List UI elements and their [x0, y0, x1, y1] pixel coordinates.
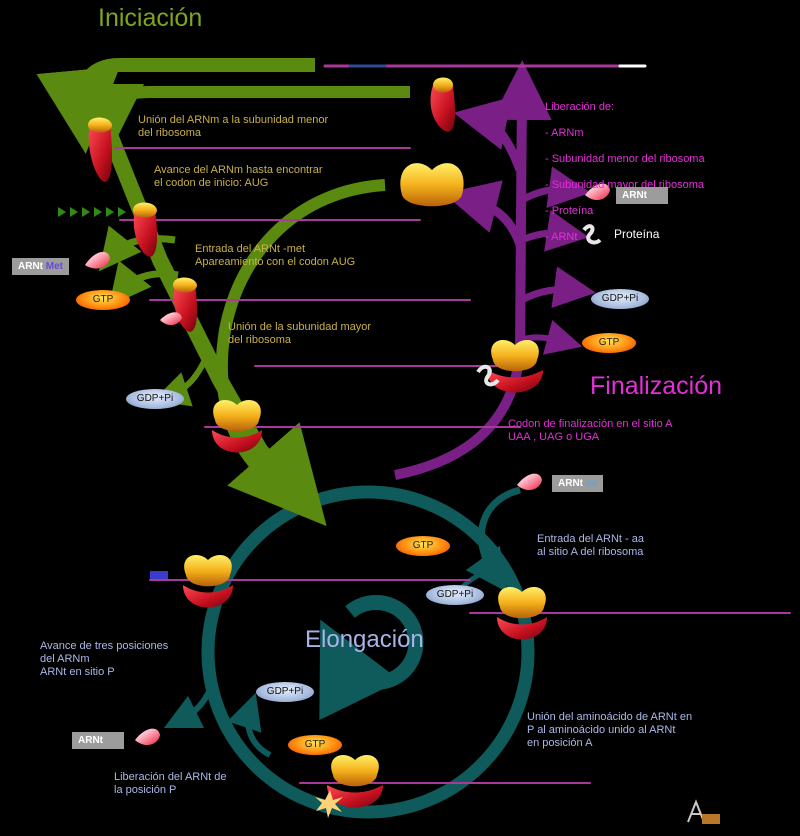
protein-icon	[582, 224, 602, 245]
release-trna-tag: ARNt	[616, 187, 668, 204]
trna-met-tag: ARNt Met	[12, 258, 70, 275]
title-initiation: Iniciación	[98, 4, 203, 32]
release-heading: Liberación de:	[545, 101, 615, 113]
trna-met	[85, 251, 110, 269]
release-item: - ARNm	[545, 127, 584, 139]
elong-bond-label: Unión del aminoácido de ARNt en P al ami…	[527, 711, 693, 749]
ribosome-full-finalization	[487, 340, 543, 393]
release-item: - Proteína	[545, 205, 594, 217]
trna-pieces	[85, 183, 610, 818]
gtp-pill-elong-advance: GTP	[288, 735, 342, 755]
trna-left	[135, 728, 160, 746]
release-item: - ARNt	[545, 231, 578, 243]
gdp-pill-elong-entry: GDP+Pi	[426, 585, 484, 605]
gdp-pill-finalization: GDP+Pi	[591, 289, 649, 309]
protein-label: Proteína	[614, 227, 660, 241]
trna-release	[585, 183, 610, 201]
ribosome-full-elong-right	[497, 587, 547, 640]
ribosomes	[88, 77, 547, 808]
elongation-cycle	[163, 485, 535, 819]
release-list: Liberación de: - ARNm - Subunidad menor …	[545, 88, 705, 257]
spark-icon	[315, 790, 343, 818]
gdp-pill-initiation: GDP+Pi	[126, 389, 184, 409]
green-chevrons	[58, 207, 126, 217]
ribosome-small-release	[430, 77, 456, 132]
init-step-1: Unión del ARNm a la subunidad menor del …	[138, 114, 329, 139]
ribosome-small-1	[88, 117, 113, 182]
logo-icon	[687, 799, 720, 824]
init-step-3: Entrada del ARNt -met Apareamiento con e…	[195, 243, 356, 268]
ribosome-small-3	[173, 277, 198, 332]
ribosome-full-initiation	[212, 400, 262, 453]
trna-left-tag: ARNt	[72, 732, 124, 749]
title-elongation: Elongación	[305, 626, 424, 653]
ribosome-full-elong-left	[183, 555, 233, 608]
trna-aa-tag: ARNt aa	[552, 475, 603, 492]
release-item: - Subunidad menor del ribosoma	[545, 153, 705, 165]
ribosome-large-release	[400, 163, 464, 207]
init-step-2: Avance del ARNm hasta encontrar el codon…	[154, 164, 323, 189]
ribosome-full-elong-bottom	[327, 755, 383, 808]
ribosome-small-2	[133, 202, 158, 257]
peptide-icon	[150, 571, 168, 579]
title-finalization: Finalización	[590, 372, 723, 400]
gtp-pill-finalization: GTP	[582, 333, 636, 353]
trna-aa	[517, 473, 542, 491]
stop-codon-label: Codon de finalización en el sitio A UAA …	[508, 418, 673, 443]
gtp-pill-elong-entry: GTP	[396, 536, 450, 556]
elong-entry-label: Entrada del ARNt - aa al sitio A del rib…	[537, 533, 645, 558]
init-step-4: Unión de la subunidad mayor del ribosoma	[228, 321, 372, 346]
elong-release-label: Liberación del ARNt de la posición P	[114, 771, 227, 796]
elong-advance-label: Avance de tres posiciones del ARNm ARNt …	[40, 640, 169, 678]
gtp-pill-initiation: GTP	[76, 290, 130, 310]
gdp-pill-elong-advance: GDP+Pi	[256, 682, 314, 702]
